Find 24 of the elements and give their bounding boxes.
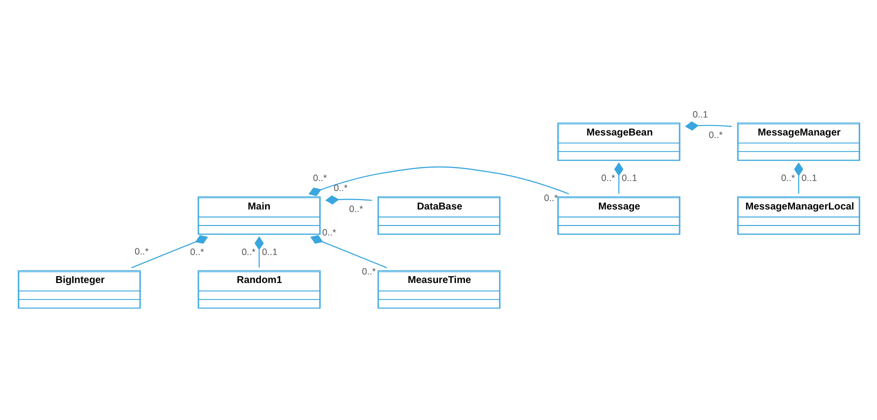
connector xyxy=(308,166,569,196)
label: 0..* xyxy=(600,172,615,182)
label: 0..* xyxy=(322,226,336,237)
label: 0..* xyxy=(241,246,256,256)
label: 0..1 xyxy=(801,172,816,182)
label: 0..* xyxy=(333,182,348,193)
label: 0..1 xyxy=(692,108,708,119)
connector xyxy=(130,234,208,268)
label: 0..* xyxy=(190,246,204,257)
connector xyxy=(614,162,623,194)
label: 0..* xyxy=(780,172,795,182)
label: 0..* xyxy=(708,130,722,140)
label: 0..1 xyxy=(262,246,277,256)
connector xyxy=(254,236,264,268)
label: 0..* xyxy=(544,192,558,202)
connector xyxy=(310,234,386,268)
connector xyxy=(794,162,803,194)
connector xyxy=(324,194,372,204)
label: 0..* xyxy=(312,172,326,183)
label: 0..* xyxy=(134,246,148,256)
label: 0..1 xyxy=(621,172,637,182)
label: 0..* xyxy=(348,204,363,214)
connector xyxy=(684,120,732,130)
label: 0..* xyxy=(361,266,376,276)
